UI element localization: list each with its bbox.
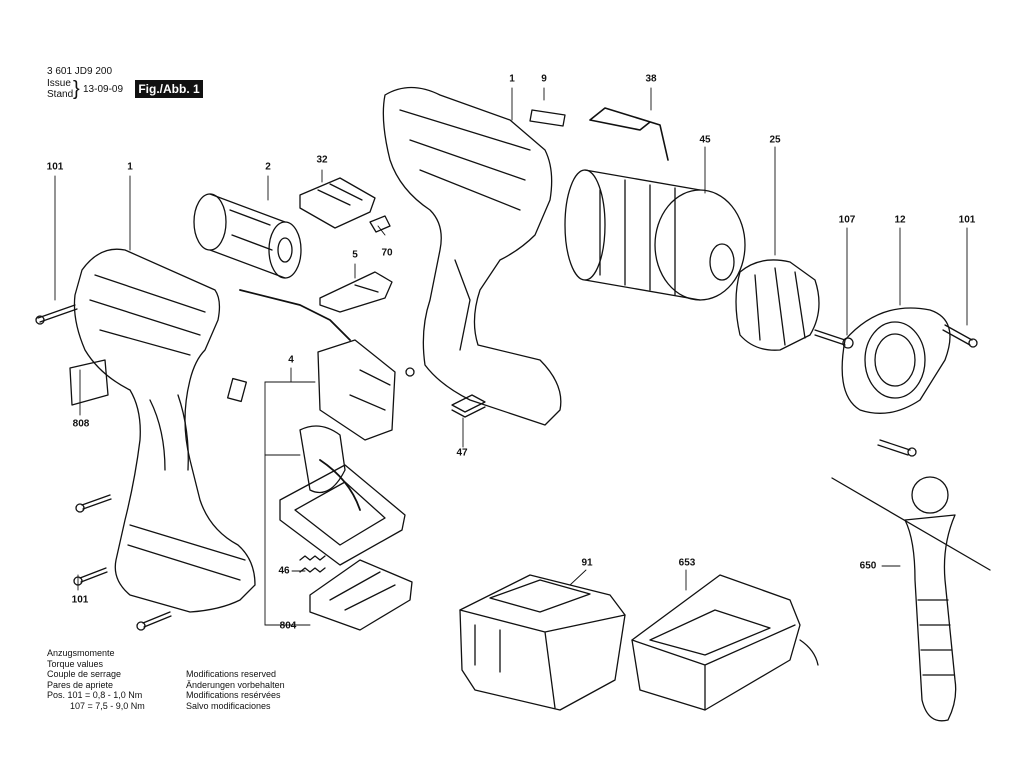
screw-right-shapes xyxy=(877,324,973,456)
torque-line-3: Couple de serrage xyxy=(47,669,122,679)
callout-101-right: 101 xyxy=(958,214,976,226)
callout-47: 47 xyxy=(456,447,468,459)
callout-91: 91 xyxy=(581,557,593,569)
callout-808: 808 xyxy=(72,418,90,430)
callout-101-bottom: 101 xyxy=(71,594,89,606)
torque-notes: Anzugsmomente Torque values Couple de se… xyxy=(47,648,145,711)
callout-45: 45 xyxy=(699,134,711,146)
torque-pos-101: Pos. 101 = 0,8 - 1,0 Nm xyxy=(47,690,143,700)
label-808-shape xyxy=(69,359,109,406)
callout-107: 107 xyxy=(838,214,856,226)
callout-804: 804 xyxy=(279,620,297,632)
stand-label: Stand xyxy=(47,89,74,100)
housing-left-shape xyxy=(73,248,256,613)
modification-line-2: Änderungen vorbehalten xyxy=(186,679,285,690)
screw-107-shape xyxy=(814,329,846,346)
callout-1-housing-right: 1 xyxy=(509,73,515,85)
brace-icon: } xyxy=(73,78,80,100)
callout-70: 70 xyxy=(381,247,393,259)
torque-line-2: Torque values xyxy=(47,658,104,669)
part-47-shape xyxy=(451,394,486,418)
clip-38-shape xyxy=(589,107,669,161)
battery-shape xyxy=(459,574,626,711)
callout-38: 38 xyxy=(645,73,657,85)
modification-line-4: Salvo modificaciones xyxy=(186,700,271,711)
callout-46: 46 xyxy=(278,565,290,577)
charger-shape xyxy=(631,574,819,711)
motor-shape xyxy=(193,193,351,341)
part-9-shape xyxy=(529,109,566,127)
modification-notes: Modifications reserved Änderungen vorbeh… xyxy=(186,669,285,711)
figure-label: Fig./Abb. 1 xyxy=(135,80,203,98)
callout-9: 9 xyxy=(541,73,547,85)
leader-lines xyxy=(54,87,968,626)
switch-module-shape xyxy=(279,339,406,566)
issue-label: Issue xyxy=(47,78,71,89)
chuck-shape xyxy=(735,259,820,351)
torque-line-4: Pares de apriete xyxy=(47,679,114,690)
callout-25: 25 xyxy=(769,134,781,146)
contact-plate-shape xyxy=(309,559,413,631)
callout-1-housing-left: 1 xyxy=(127,161,133,173)
callout-650: 650 xyxy=(859,560,877,572)
callout-5: 5 xyxy=(352,249,358,261)
screw-shapes xyxy=(35,304,172,631)
aux-handle-shape xyxy=(831,476,991,722)
torque-line-1: Anzugsmomente xyxy=(47,648,115,658)
issue-date: 13-09-09 xyxy=(83,84,124,95)
callout-4: 4 xyxy=(288,354,294,366)
gearbox-shape xyxy=(564,169,746,301)
gear-ring-shape xyxy=(841,307,951,414)
callout-32: 32 xyxy=(316,154,328,166)
part-number: 3 601 JD9 200 xyxy=(47,66,113,77)
modification-line-1: Modifications reserved xyxy=(186,669,277,679)
spring-shapes xyxy=(299,555,326,573)
housing-right-shape xyxy=(382,86,562,426)
callout-12: 12 xyxy=(894,214,906,226)
switch-parts-shapes xyxy=(299,177,393,313)
callout-101-left: 101 xyxy=(46,161,64,173)
modification-line-3: Modifications resérvées xyxy=(186,690,281,700)
callout-653: 653 xyxy=(678,557,696,569)
torque-pos-107: 107 = 7,5 - 9,0 Nm xyxy=(70,700,145,711)
callout-2: 2 xyxy=(265,161,271,173)
